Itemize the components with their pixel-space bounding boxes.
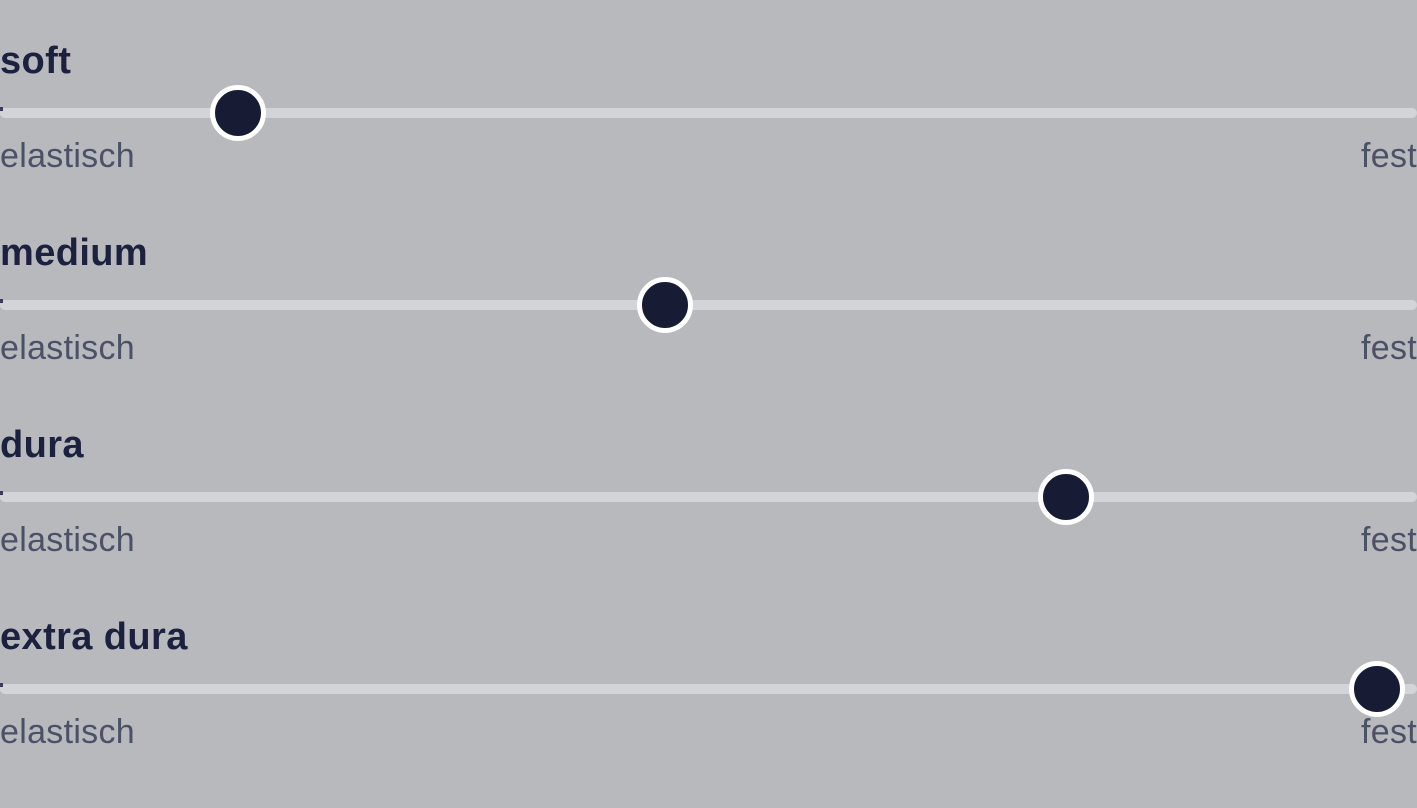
slider-knob[interactable] xyxy=(1037,469,1094,525)
slider-title: extra dura xyxy=(0,616,188,658)
scale-label-right: fest xyxy=(1360,521,1417,559)
scale-label-right: fest xyxy=(1360,329,1417,367)
scale-label-left: elastisch xyxy=(0,521,135,559)
slider-title: soft xyxy=(0,40,72,82)
scale-label-left: elastisch xyxy=(0,137,135,175)
slider-track[interactable] xyxy=(0,491,1417,502)
slider-track[interactable] xyxy=(0,683,1417,694)
slider-extra-dura: extra dura elastisch fest xyxy=(0,616,1417,808)
slider-medium: medium elastisch fest xyxy=(0,232,1417,424)
slider-scale-labels: elastisch fest xyxy=(0,328,1417,369)
slider-title: medium xyxy=(0,232,149,274)
slider-track[interactable] xyxy=(0,299,1417,310)
slider-dura: dura elastisch fest xyxy=(0,424,1417,616)
track-start-tick xyxy=(0,491,3,495)
slider-knob[interactable] xyxy=(636,277,693,333)
track-start-tick xyxy=(0,299,3,303)
scale-label-right: fest xyxy=(1360,137,1417,175)
track-start-tick xyxy=(0,107,3,111)
slider-title: dura xyxy=(0,424,84,466)
slider-scale-labels: elastisch fest xyxy=(0,520,1417,561)
slider-knob[interactable] xyxy=(210,85,267,141)
slider-scale-labels: elastisch fest xyxy=(0,136,1417,177)
slider-track[interactable] xyxy=(0,107,1417,118)
firmness-slider-list: soft elastisch fest medium elastisch fes… xyxy=(0,40,1417,808)
slider-knob[interactable] xyxy=(1349,661,1406,717)
slider-scale-labels: elastisch fest xyxy=(0,712,1417,753)
slider-soft: soft elastisch fest xyxy=(0,40,1417,232)
track-start-tick xyxy=(0,683,3,687)
scale-label-right: fest xyxy=(1360,713,1417,751)
scale-label-left: elastisch xyxy=(0,713,135,751)
scale-label-left: elastisch xyxy=(0,329,135,367)
